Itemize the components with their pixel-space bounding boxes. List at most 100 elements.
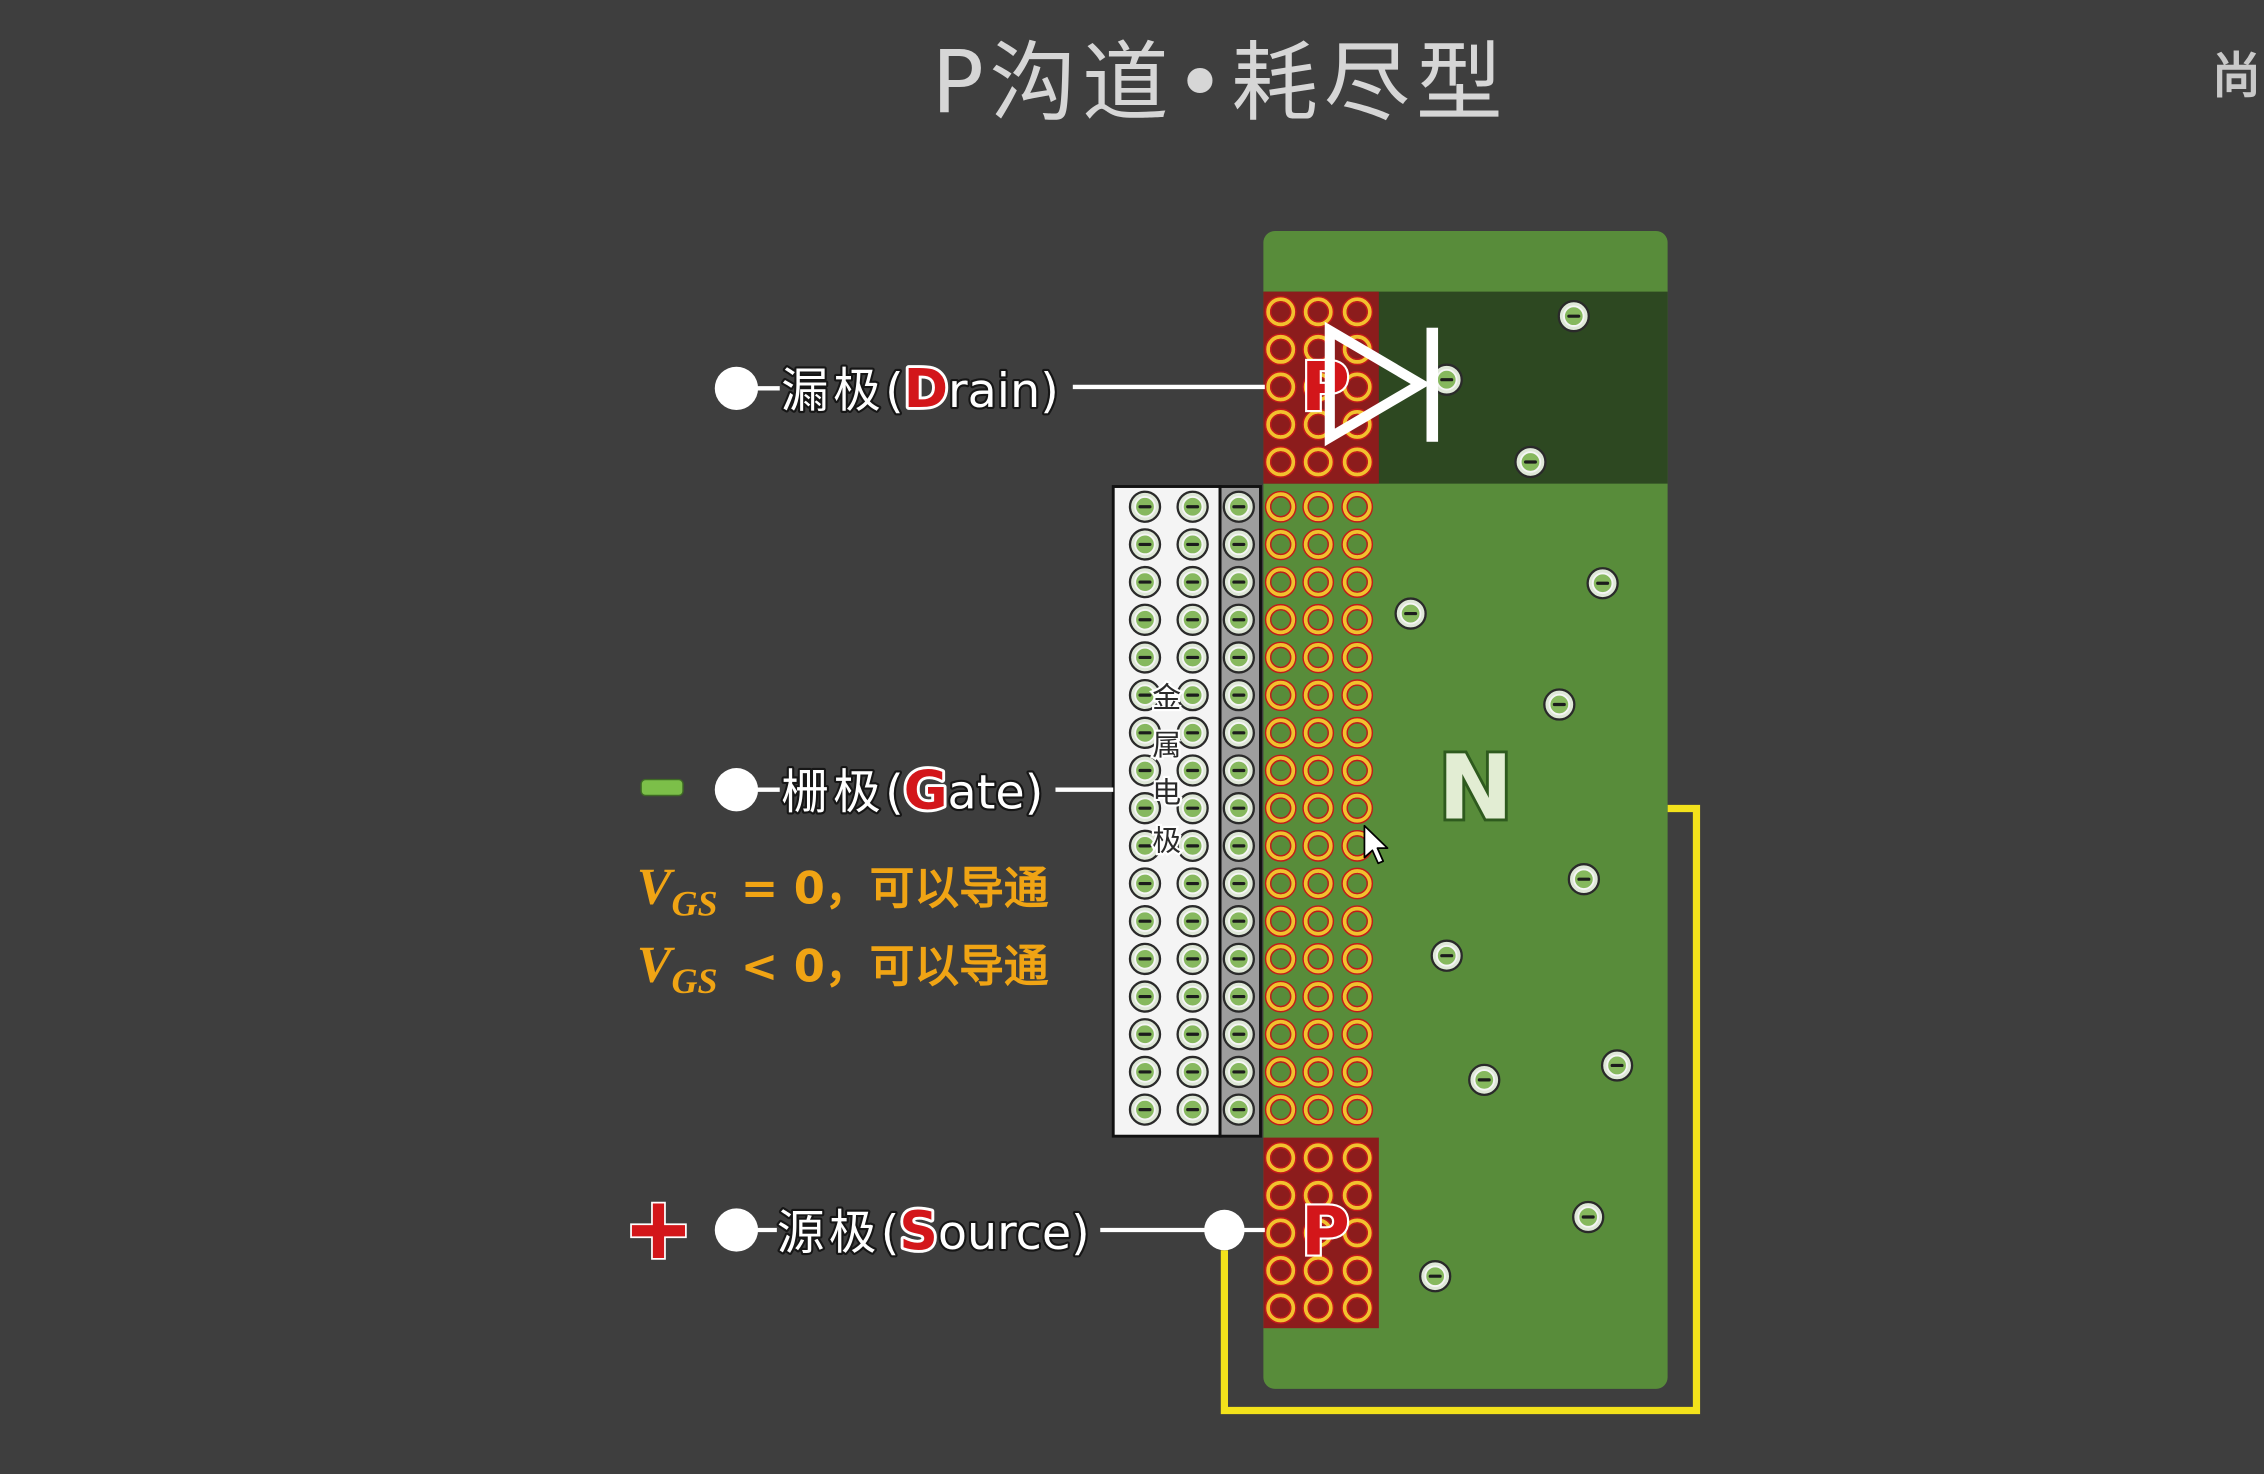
condition-var: V bbox=[637, 859, 676, 916]
hole-ring bbox=[1266, 1256, 1296, 1285]
hole-ring bbox=[1303, 1180, 1333, 1210]
hole-inner-ring bbox=[1270, 1297, 1292, 1319]
hole-icon bbox=[1264, 490, 1297, 523]
hole-outer-ring bbox=[1264, 716, 1297, 749]
hole-outer-ring bbox=[1341, 641, 1374, 674]
electron-icon bbox=[1128, 641, 1162, 674]
electron-icon bbox=[1128, 1018, 1162, 1051]
hole-inner-ring bbox=[1307, 646, 1329, 669]
gate-terminal: 栅极(Gate) bbox=[714, 756, 1114, 824]
hole-inner-ring bbox=[1346, 985, 1368, 1008]
hole-inner-ring bbox=[1307, 1098, 1329, 1121]
hole-outer-ring bbox=[1302, 792, 1335, 825]
minority-electrons bbox=[1394, 299, 1634, 1293]
hole-icon bbox=[1264, 295, 1297, 328]
hole-ring bbox=[1303, 447, 1333, 477]
hole-inner-ring bbox=[1307, 684, 1329, 706]
hole-ring bbox=[1342, 906, 1372, 936]
gate-label-letter: G bbox=[904, 758, 948, 821]
electron-icon bbox=[1543, 688, 1576, 721]
hole-outer-ring bbox=[1341, 1254, 1374, 1287]
hole-outer-ring bbox=[1341, 333, 1374, 366]
hole-icon bbox=[1264, 528, 1297, 561]
hole-ring bbox=[1303, 1256, 1333, 1285]
hole-inner-ring bbox=[1270, 376, 1292, 398]
hole-outer-ring bbox=[1341, 1093, 1374, 1126]
hole-ring bbox=[1303, 831, 1333, 861]
drain-label-open: ( bbox=[885, 364, 904, 419]
source-region-label: P bbox=[1301, 1193, 1350, 1271]
hole-inner-ring bbox=[1307, 759, 1329, 782]
hole-inner-ring bbox=[1346, 451, 1368, 473]
hole-inner-ring bbox=[1270, 872, 1292, 895]
hole-inner-ring bbox=[1307, 533, 1329, 556]
electron-icon bbox=[1128, 829, 1162, 863]
hole-inner-ring bbox=[1346, 684, 1368, 706]
electron-icon bbox=[1176, 1093, 1209, 1126]
hole-ring bbox=[1266, 297, 1296, 327]
electron-icon bbox=[1514, 445, 1547, 479]
hole-outer-ring bbox=[1264, 1093, 1297, 1126]
hole-outer-ring bbox=[1341, 490, 1374, 523]
condition-text: = 0，可以导通 bbox=[741, 862, 1049, 915]
electron-icon bbox=[1222, 792, 1256, 825]
hole-icon bbox=[1341, 1018, 1374, 1051]
hole-ring bbox=[1266, 906, 1296, 936]
source-label-rest: ource) bbox=[938, 1206, 1090, 1261]
electron-icon bbox=[1176, 905, 1209, 938]
hole-outer-ring bbox=[1302, 980, 1335, 1013]
hole-inner-ring bbox=[1346, 910, 1368, 932]
hole-outer-ring bbox=[1302, 829, 1335, 862]
hole-inner-ring bbox=[1307, 985, 1329, 1008]
hole-icon bbox=[1264, 792, 1297, 825]
hole-outer-ring bbox=[1302, 1292, 1335, 1324]
hole-inner-ring bbox=[1270, 684, 1292, 706]
hole-icon bbox=[1302, 641, 1335, 674]
hole-inner-ring bbox=[1307, 301, 1329, 323]
electron-icon bbox=[1222, 716, 1256, 749]
gate-label-open: ( bbox=[885, 765, 904, 820]
hole-outer-ring bbox=[1302, 566, 1335, 598]
hole-outer-ring bbox=[1341, 980, 1374, 1013]
electron-icon bbox=[1222, 565, 1256, 599]
source-label-open: ( bbox=[881, 1206, 900, 1261]
hole-inner-ring bbox=[1346, 1259, 1368, 1282]
electron-icon bbox=[1222, 980, 1256, 1013]
hole-icon bbox=[1302, 1056, 1335, 1088]
electron-icon bbox=[1222, 528, 1256, 561]
electron-icon bbox=[1176, 942, 1209, 976]
source-junction-dot bbox=[1204, 1209, 1245, 1251]
hole-inner-ring bbox=[1307, 1222, 1329, 1244]
hole-icon bbox=[1264, 867, 1297, 900]
hole-ring bbox=[1266, 643, 1296, 672]
gate-label-rest: ate) bbox=[948, 765, 1044, 820]
hole-outer-ring bbox=[1302, 295, 1335, 328]
hole-inner-ring bbox=[1307, 571, 1329, 593]
hole-inner-ring bbox=[1346, 872, 1368, 895]
hole-icon bbox=[1341, 679, 1374, 712]
hole-ring bbox=[1303, 982, 1333, 1012]
hole-icon bbox=[1264, 679, 1297, 712]
hole-ring bbox=[1342, 567, 1372, 597]
hole-inner-ring bbox=[1307, 722, 1329, 744]
hole-outer-ring bbox=[1302, 867, 1335, 900]
hole-ring bbox=[1266, 567, 1296, 597]
hole-outer-ring bbox=[1302, 1056, 1335, 1088]
electron-icon bbox=[1176, 603, 1209, 636]
hole-ring bbox=[1342, 680, 1372, 710]
hole-ring bbox=[1342, 372, 1372, 402]
hole-outer-ring bbox=[1264, 408, 1297, 441]
hole-ring bbox=[1303, 906, 1333, 936]
hole-icon bbox=[1302, 829, 1335, 862]
hole-ring bbox=[1342, 1218, 1372, 1248]
hole-outer-ring bbox=[1264, 1179, 1297, 1212]
electron-icon bbox=[1128, 490, 1162, 523]
hole-icon bbox=[1341, 1056, 1374, 1088]
hole-inner-ring bbox=[1270, 1222, 1292, 1244]
electron-icon bbox=[1222, 829, 1256, 863]
hole-icon bbox=[1341, 980, 1374, 1013]
drain-terminal: 漏极(Drain) bbox=[714, 354, 1265, 423]
electron-icon bbox=[1128, 1055, 1162, 1089]
electron-icon bbox=[1586, 567, 1619, 600]
